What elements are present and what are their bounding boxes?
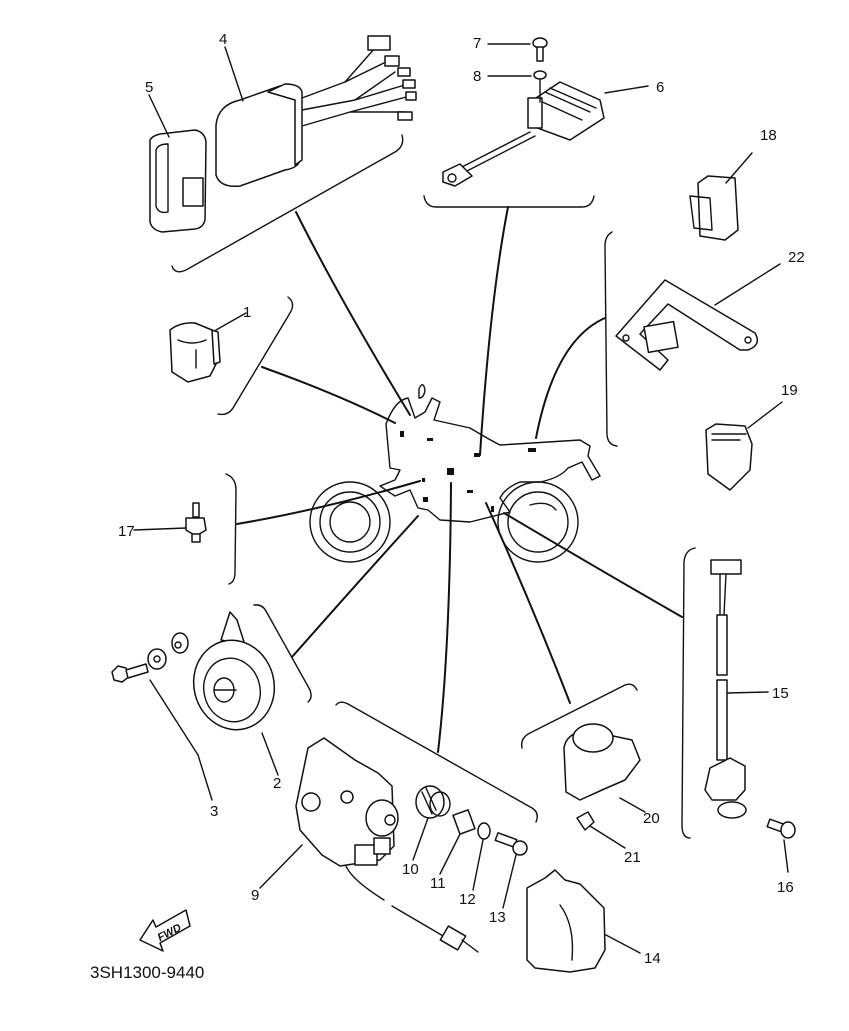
label-part-5: 5 [145, 79, 153, 96]
leader-6 [604, 85, 649, 94]
label-part-8: 8 [473, 68, 481, 85]
label-part-1: 1 [243, 304, 251, 321]
part-16-bolt[interactable] [766, 818, 796, 839]
leader-line-15-16 [503, 512, 683, 618]
bracket-group-1 [217, 296, 294, 416]
leader-14 [605, 934, 641, 954]
leader-11 [439, 833, 461, 875]
leader-20 [619, 797, 646, 813]
label-part-12: 12 [459, 891, 476, 908]
leader-22 [714, 263, 781, 306]
bracket-group-15-16 [681, 547, 696, 839]
bracket-group-9-13 [335, 701, 539, 823]
leader-21 [589, 825, 626, 849]
bracket-group-18-22 [604, 231, 618, 447]
leader-line-1 [261, 366, 396, 424]
part-7-screw[interactable] [532, 37, 548, 62]
label-part-11: 11 [430, 875, 446, 892]
leader-line-20-21 [485, 502, 571, 704]
label-part-7: 7 [473, 35, 481, 52]
leader-18 [725, 152, 753, 184]
part-5-coupler-cover[interactable] [149, 129, 207, 233]
part-13-screw[interactable] [494, 832, 528, 856]
label-part-22: 22 [788, 249, 805, 266]
part-9-switch[interactable] [295, 737, 479, 953]
part-20-sensor[interactable] [563, 723, 641, 801]
label-part-21: 21 [624, 849, 641, 866]
label-part-17: 17 [118, 523, 135, 540]
part-4-ecu-unit[interactable] [215, 35, 417, 188]
leader-3 [149, 679, 213, 801]
bracket-group-20-21 [520, 683, 638, 749]
motorcycle-outline [309, 384, 601, 563]
leader-line-4-5 [295, 211, 411, 416]
label-part-9: 9 [251, 887, 259, 904]
part-6-regulator[interactable] [442, 81, 605, 187]
bracket-group-17 [225, 473, 237, 585]
leader-4 [224, 46, 244, 102]
part-3-bolt-set[interactable] [111, 632, 189, 683]
part-14-cover[interactable] [526, 869, 606, 973]
bracket-group-2-3 [253, 604, 312, 703]
bracket-group-6-8 [423, 195, 595, 208]
diagram-code: 3SH1300-9440 [90, 963, 204, 982]
part-12-washer[interactable] [477, 822, 491, 840]
label-part-18: 18 [760, 127, 777, 144]
label-part-14: 14 [644, 950, 661, 967]
leader-15 [726, 691, 769, 694]
leader-17 [133, 527, 187, 531]
leader-line-9-13 [437, 482, 452, 753]
leader-16 [783, 839, 789, 873]
leader-13 [502, 854, 517, 909]
leader-1 [215, 312, 247, 331]
part-11-collar[interactable] [452, 809, 476, 835]
leader-10 [412, 817, 429, 861]
label-part-3: 3 [210, 803, 218, 820]
label-part-19: 19 [781, 382, 798, 399]
label-part-13: 13 [489, 909, 506, 926]
part-18-relay[interactable] [689, 175, 739, 241]
leader-12 [472, 839, 484, 891]
label-part-16: 16 [777, 879, 794, 896]
label-part-15: 15 [772, 685, 789, 702]
part-22-bracket[interactable] [615, 279, 759, 371]
part-8-washer[interactable] [533, 70, 547, 103]
leader-line-2-3 [291, 515, 419, 658]
part-19-relay[interactable] [705, 423, 753, 491]
part-17-sensor[interactable] [185, 502, 207, 543]
leader-line-6-8 [479, 206, 509, 456]
fwd-direction-arrow: FWD [139, 909, 191, 952]
label-part-2: 2 [273, 775, 281, 792]
part-10-grommet[interactable] [415, 785, 451, 819]
leader-9 [259, 844, 303, 889]
leader-5 [148, 94, 170, 138]
label-part-20: 20 [643, 810, 660, 827]
label-part-4: 4 [219, 31, 227, 48]
part-15-sidestand-switch[interactable] [704, 559, 747, 819]
bracket-group-4-5 [171, 134, 404, 273]
leader-2 [261, 732, 279, 776]
leader-19 [747, 401, 783, 429]
label-part-10: 10 [402, 861, 419, 878]
part-1-relay[interactable] [169, 322, 221, 383]
part-2-horn[interactable] [184, 611, 285, 739]
leader-line-18-22 [535, 317, 606, 439]
label-part-6: 6 [656, 79, 664, 96]
